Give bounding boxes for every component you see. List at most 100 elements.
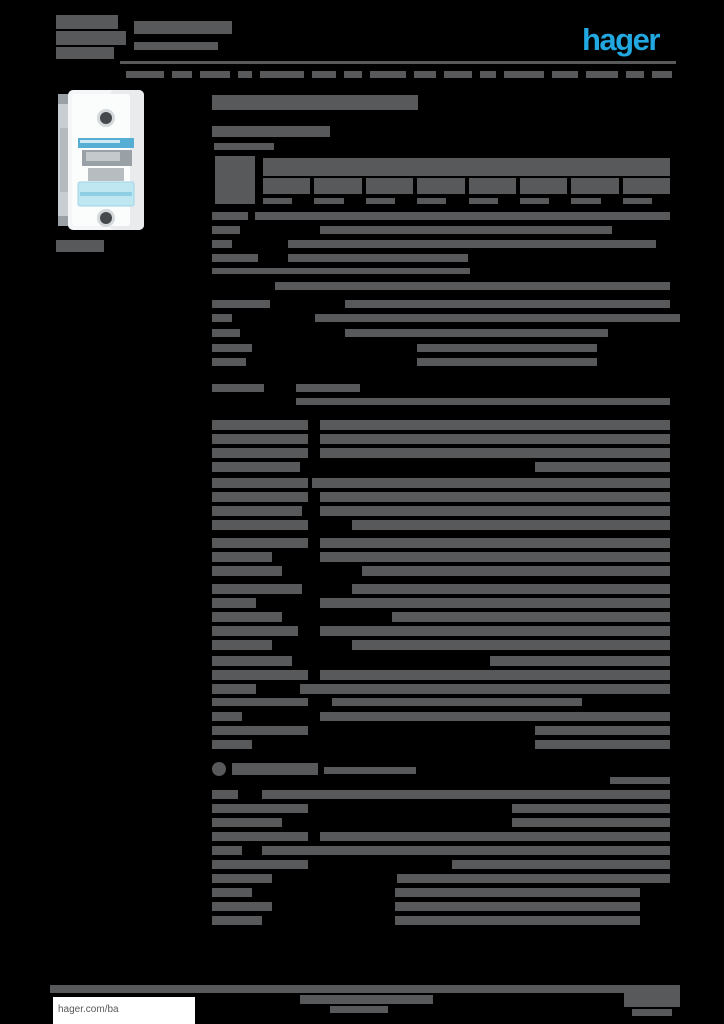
hager-logo: hager [582,22,660,57]
redacted-spec-label [212,790,238,799]
redacted-spec-value [320,552,670,562]
redacted-spec-value [332,698,582,706]
redacted-spec-label [212,420,308,430]
redacted-spec-label [212,212,248,220]
redacted-page-number-block [624,985,680,1007]
redacted-spec-value [352,640,670,650]
redacted-order-table-dash [468,198,498,204]
redacted-spec-value [262,790,670,799]
redacted-product-title [212,95,418,110]
redacted-spec-value [320,434,670,444]
redacted-spec-label [212,846,242,855]
redacted-spec-label [212,358,246,366]
redacted-spec-value [397,874,670,883]
redacted-product-subtitle [212,126,330,137]
redacted-spec-label [212,626,298,636]
redacted-order-table-dash [417,198,447,204]
breaker-terminal [82,150,132,181]
redacted-spec-value [417,344,597,352]
redacted-order-table-dash [314,198,344,204]
redacted-spec-value [275,282,670,290]
redacted-spec-value [512,804,670,813]
order-dash-slot [571,198,618,204]
redacted-spec-value [362,566,670,576]
product-photo [58,90,144,230]
redacted-spec-value [320,420,670,430]
redacted-meta-dash [444,71,472,78]
redacted-spec-label [212,712,242,721]
redacted-spec-label [212,552,272,562]
redacted-spec-label [212,448,308,458]
redacted-spec-label [212,698,308,706]
redacted-meta-dash [626,71,644,78]
order-dash-slot [519,198,567,204]
redacted-order-table-cell [468,178,516,194]
redacted-meta-dash [200,71,230,78]
redacted-spec-label [212,832,308,841]
redacted-order-table-dash [365,198,396,204]
redacted-spec-label [212,874,272,883]
redacted-spec-value [320,626,670,636]
redacted-spec-value [512,818,670,827]
redacted-spec-value [262,846,670,855]
redacted-spec-value [535,462,670,472]
redacted-order-table-dash [519,198,550,204]
redacted-meta-dash [260,71,304,78]
redacted-spec-value [535,740,670,749]
redacted-doc-title-line-3 [56,47,114,59]
order-table-data-row [263,178,670,194]
redacted-meta-dash [126,71,164,78]
redacted-spec-label [212,520,308,530]
redacted-spec-label [212,804,308,813]
redacted-spec-label [212,684,256,694]
redacted-spec-value [296,398,670,405]
redacted-order-table-cell [365,178,414,194]
redacted-spec-value [320,832,670,841]
redacted-meta-dash [480,71,496,78]
redacted-spec-label [212,434,308,444]
redacted-order-table-cell [571,178,619,194]
redacted-spec-value [352,584,670,594]
redacted-spec-label [212,506,302,516]
redacted-spec-label [212,860,308,869]
redacted-spec-label [212,612,282,622]
redacted-meta-dash [172,71,192,78]
redacted-meta-dash [652,71,672,78]
redacted-spec-label [212,329,240,337]
redacted-spec-value [320,226,612,234]
redacted-spec-value [535,726,670,735]
redacted-order-table-cell [519,178,568,194]
redacted-spec-label [212,670,308,680]
redacted-spec-label [212,818,282,827]
order-dash-slot [468,198,516,204]
redacted-spec-label [212,314,232,322]
redacted-spec-value [288,240,656,248]
redacted-page-date-bar [632,1009,672,1016]
redacted-product-caption [56,240,104,252]
redacted-spec-label [212,566,282,576]
redacted-spec-value [300,684,670,694]
redacted-spec-value [320,448,670,458]
footer-divider [50,985,624,993]
redacted-spec-value [320,492,670,502]
redacted-order-table-dash [622,198,652,204]
screw-hole-bottom [97,209,115,227]
redacted-spec-label [212,888,252,897]
redacted-spec-value [288,254,468,262]
redacted-order-table-cell [314,178,362,194]
redacted-meta-dash [504,71,544,78]
redacted-meta-dash [238,71,252,78]
footer-url-box: hager.com/ba [53,997,195,1024]
redacted-spec-value [315,314,680,322]
redacted-spec-value [234,268,470,274]
redacted-order-table-cell [622,178,670,194]
redacted-spec-value [320,712,670,721]
screw-hole-top [97,109,115,127]
order-dash-slot [314,198,361,204]
redacted-spec-value [312,478,670,488]
redacted-spec-label [212,462,300,472]
redacted-doc-title-line-2 [56,31,126,45]
redacted-spec-label [212,492,308,502]
order-dash-slot [417,198,464,204]
redacted-spec-value [352,520,670,530]
